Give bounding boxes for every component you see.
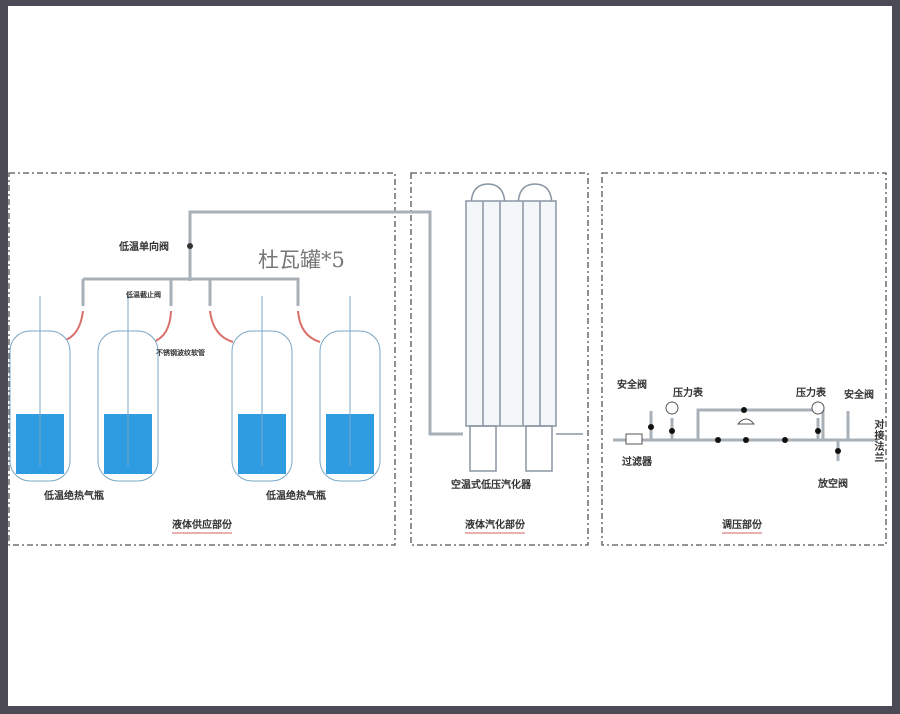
valve-icons bbox=[648, 407, 841, 454]
cylinder-left-label: 低温绝热气瓶 bbox=[44, 491, 104, 502]
regulate-section-frame bbox=[601, 172, 887, 546]
cylinder-right-label: 低温绝热气瓶 bbox=[266, 491, 326, 502]
cylinder bbox=[97, 296, 159, 482]
pressure-gauge-icons bbox=[665, 401, 825, 415]
flange-label: 对接法兰 bbox=[872, 419, 883, 463]
regulator-icon bbox=[736, 418, 756, 425]
vaporizer-label: 空温式低压汽化器 bbox=[451, 480, 531, 491]
process-diagram bbox=[8, 172, 887, 546]
vaporize-section-frame bbox=[410, 172, 589, 546]
filter-icon bbox=[625, 433, 643, 445]
vaporize-section-title: 液体汽化部份 bbox=[465, 516, 525, 534]
cylinder bbox=[319, 296, 381, 482]
regulate-section-title: 调压部份 bbox=[722, 516, 762, 534]
cylinder bbox=[9, 296, 71, 482]
supply-piping bbox=[81, 210, 463, 436]
supply-section-frame bbox=[8, 172, 396, 546]
cylinder bbox=[231, 296, 293, 482]
safety-valve-left-label: 安全阀 bbox=[617, 380, 647, 391]
vent-valve-label: 放空阀 bbox=[818, 479, 848, 490]
hose-label: 不锈钢波纹软管 bbox=[156, 349, 205, 357]
diagram-canvas: 低温单向阀 杜瓦罐*5 低温截止阀 不锈钢波纹软管 低温绝热气瓶 低温绝热气瓶 … bbox=[8, 6, 892, 706]
cylinder-count-label: 杜瓦罐*5 bbox=[258, 248, 345, 272]
vaporizer bbox=[465, 183, 583, 472]
cylinders bbox=[9, 296, 381, 482]
gauge-right-label: 压力表 bbox=[796, 388, 826, 399]
gauge-left-label: 压力表 bbox=[673, 388, 703, 399]
safety-valve-right-label: 安全阀 bbox=[844, 390, 874, 401]
check-valve-icon bbox=[187, 243, 193, 249]
stop-valve-label: 低温截止阀 bbox=[126, 291, 161, 299]
filter-label: 过滤器 bbox=[622, 457, 652, 468]
check-valve-label: 低温单向阀 bbox=[119, 242, 169, 253]
supply-section-title: 液体供应部份 bbox=[172, 516, 232, 534]
